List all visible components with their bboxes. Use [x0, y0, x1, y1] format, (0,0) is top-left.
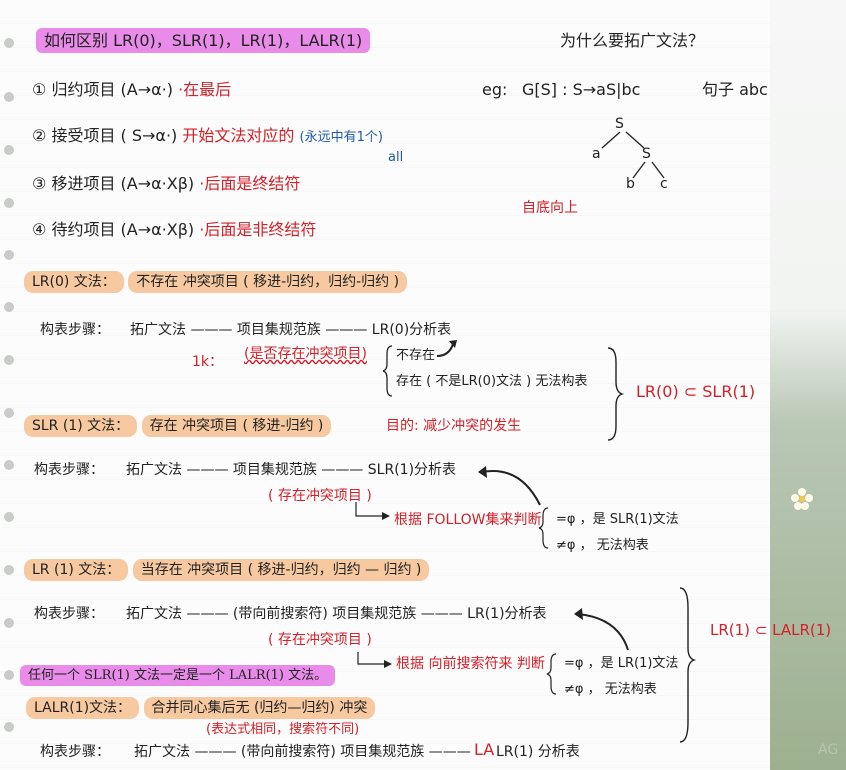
lr1-label: LR (1) 文法：: [24, 559, 129, 581]
relation-lr1-lalr: LR(1) ⊂ LALR(1): [710, 621, 832, 639]
lr0-steps-label: 构表步骤：: [40, 322, 110, 338]
slr-label: SLR (1) 文法：: [24, 415, 138, 437]
binder-ring: [4, 302, 14, 312]
all-note: all: [388, 150, 404, 165]
item-pending: ④ 待约项目 (A→α·Xβ) ·后面是非终结符: [32, 222, 316, 238]
item-note: 开始文法对应的: [182, 126, 295, 145]
lalr-steps: 拓广文法 ——— (带向前搜索符) 项目集规范族 ———: [134, 744, 471, 760]
item-number: ②: [32, 126, 47, 145]
lr0-judge-label: 1k：: [192, 354, 224, 370]
binder-ring: [4, 512, 14, 522]
lr1-result-ne: ≠φ ， 无法构表: [564, 682, 657, 697]
relation-lr0-slr: LR(0) ⊂ SLR(1): [636, 382, 756, 401]
binder-ring: [4, 250, 14, 260]
slr-steps: 拓广文法 ——— 项目集规范族 ——— SLR(1)分析表: [126, 462, 457, 478]
slr-lalr-note: 任何一个 SLR(1) 文法一定是一个 LALR(1) 文法。: [20, 665, 336, 686]
item-reduce: ① 归约项目 (A→α·) ·在最后: [32, 82, 231, 98]
item-number: ①: [32, 80, 47, 99]
binder-ring: [4, 618, 14, 628]
item-text: 接受项目 ( S→α·): [51, 126, 178, 145]
item-note: ·后面是终结符: [199, 174, 301, 193]
lalr-note: (表达式相同，搜索符不同): [206, 722, 360, 737]
binder-ring: [4, 408, 14, 418]
lalr-condition: 合并同心集后无 (归约—归约) 冲突: [143, 697, 376, 719]
binder-ring: [4, 198, 14, 208]
slr-result-eq: =φ ，是 SLR(1)文法: [556, 512, 679, 527]
tree-node-b: b: [626, 176, 635, 192]
lr0-condition: 不存在 冲突项目 ( 移进-归约，归约-归约 ): [128, 271, 408, 293]
lalr-table: LR(1) 分析表: [496, 744, 580, 760]
question-text: 为什么要拓广文法？: [560, 31, 705, 50]
slr-conflict: ( 存在冲突项目 ): [268, 488, 372, 504]
item-text: 归约项目 (A→α·): [51, 80, 173, 99]
example-grammar: G[S] : S→aS|bc: [522, 80, 641, 99]
item-note: ·在最后: [178, 80, 232, 99]
binder-ring: [4, 565, 14, 575]
lalr-la-mark: LA: [474, 740, 495, 759]
item-text: 移进项目 (A→α·Xβ): [51, 174, 195, 193]
lalr-steps-label: 构表步骤：: [40, 744, 110, 760]
item-note: ·后面是非终结符: [199, 220, 317, 239]
lr1-steps-label: 构表步骤：: [34, 606, 104, 622]
slr-steps-label: 构表步骤：: [34, 462, 104, 478]
slr-result-ne: ≠φ ， 无法构表: [556, 538, 649, 553]
binder-ring: [4, 145, 14, 155]
lr0-steps: 拓广文法 ——— 项目集规范族 ——— LR(0)分析表: [130, 322, 452, 338]
watermark-text: AG: [818, 742, 839, 758]
example-label: eg:: [482, 80, 508, 99]
slr-purpose: 目的: 减少冲突的发生: [386, 418, 522, 434]
lr1-header: LR (1) 文法： 当存在 冲突项目 ( 移进-归约，归约 — 归约 ): [24, 559, 430, 581]
example-sentence: 句子 abc: [702, 80, 768, 99]
binder-ring: [4, 355, 14, 365]
lr0-branch-yes: 存在 ( 不是LR(0)文法 ) 无法构表: [396, 374, 588, 389]
tree-node-root: S: [615, 116, 624, 132]
lr1-conflict: ( 存在冲突项目 ): [268, 632, 372, 648]
lr0-header: LR(0) 文法： 不存在 冲突项目 ( 移进-归约，归约-归约 ): [24, 271, 408, 293]
slr-judge: 根据 FOLLOW集来判断: [394, 512, 542, 528]
item-note-blue: (永远中有1个): [299, 130, 383, 145]
binder-ring: [4, 38, 14, 48]
page-title: 如何区别 LR(0)，SLR(1)，LR(1)，LALR(1): [36, 28, 371, 53]
lr0-label: LR(0) 文法：: [24, 271, 124, 293]
item-number: ④: [32, 220, 47, 239]
slr-condition: 存在 冲突项目 ( 移进-归约 ): [141, 415, 332, 437]
lalr-header: LALR(1)文法： 合并同心集后无 (归约—归约) 冲突: [26, 697, 376, 719]
lr1-steps: 拓广文法 ——— (带向前搜索符) 项目集规范族 ——— LR(1)分析表: [126, 606, 547, 622]
binder-ring: [4, 92, 14, 102]
lr0-judge: (是否存在冲突项目): [244, 346, 367, 362]
tree-node-a: a: [592, 146, 601, 162]
bottom-up-note: 自底向上: [522, 200, 578, 216]
lr0-branch-no: 不存在: [396, 348, 436, 363]
sidebar-wallpaper: [770, 0, 846, 770]
lr1-result-eq: =φ ，是 LR(1)文法: [564, 656, 679, 671]
flower-icon: [791, 488, 813, 510]
slr-header: SLR (1) 文法： 存在 冲突项目 ( 移进-归约 ): [24, 415, 332, 437]
binder-ring: [4, 460, 14, 470]
item-text: 待约项目 (A→α·Xβ): [51, 220, 195, 239]
item-accept: ② 接受项目 ( S→α·) 开始文法对应的 (永远中有1个): [32, 128, 383, 146]
item-number: ③: [32, 174, 47, 193]
binder-ring: [4, 722, 14, 732]
lalr-label: LALR(1)文法：: [26, 697, 140, 719]
binder-ring: [4, 670, 14, 680]
item-shift: ③ 移进项目 (A→α·Xβ) ·后面是终结符: [32, 176, 300, 192]
tree-node-s: S: [642, 146, 651, 162]
lr1-judge: 根据 向前搜索符来 判断: [396, 656, 545, 672]
lr1-condition: 当存在 冲突项目 ( 移进-归约，归约 — 归约 ): [132, 559, 430, 581]
tree-node-c: c: [660, 176, 668, 192]
